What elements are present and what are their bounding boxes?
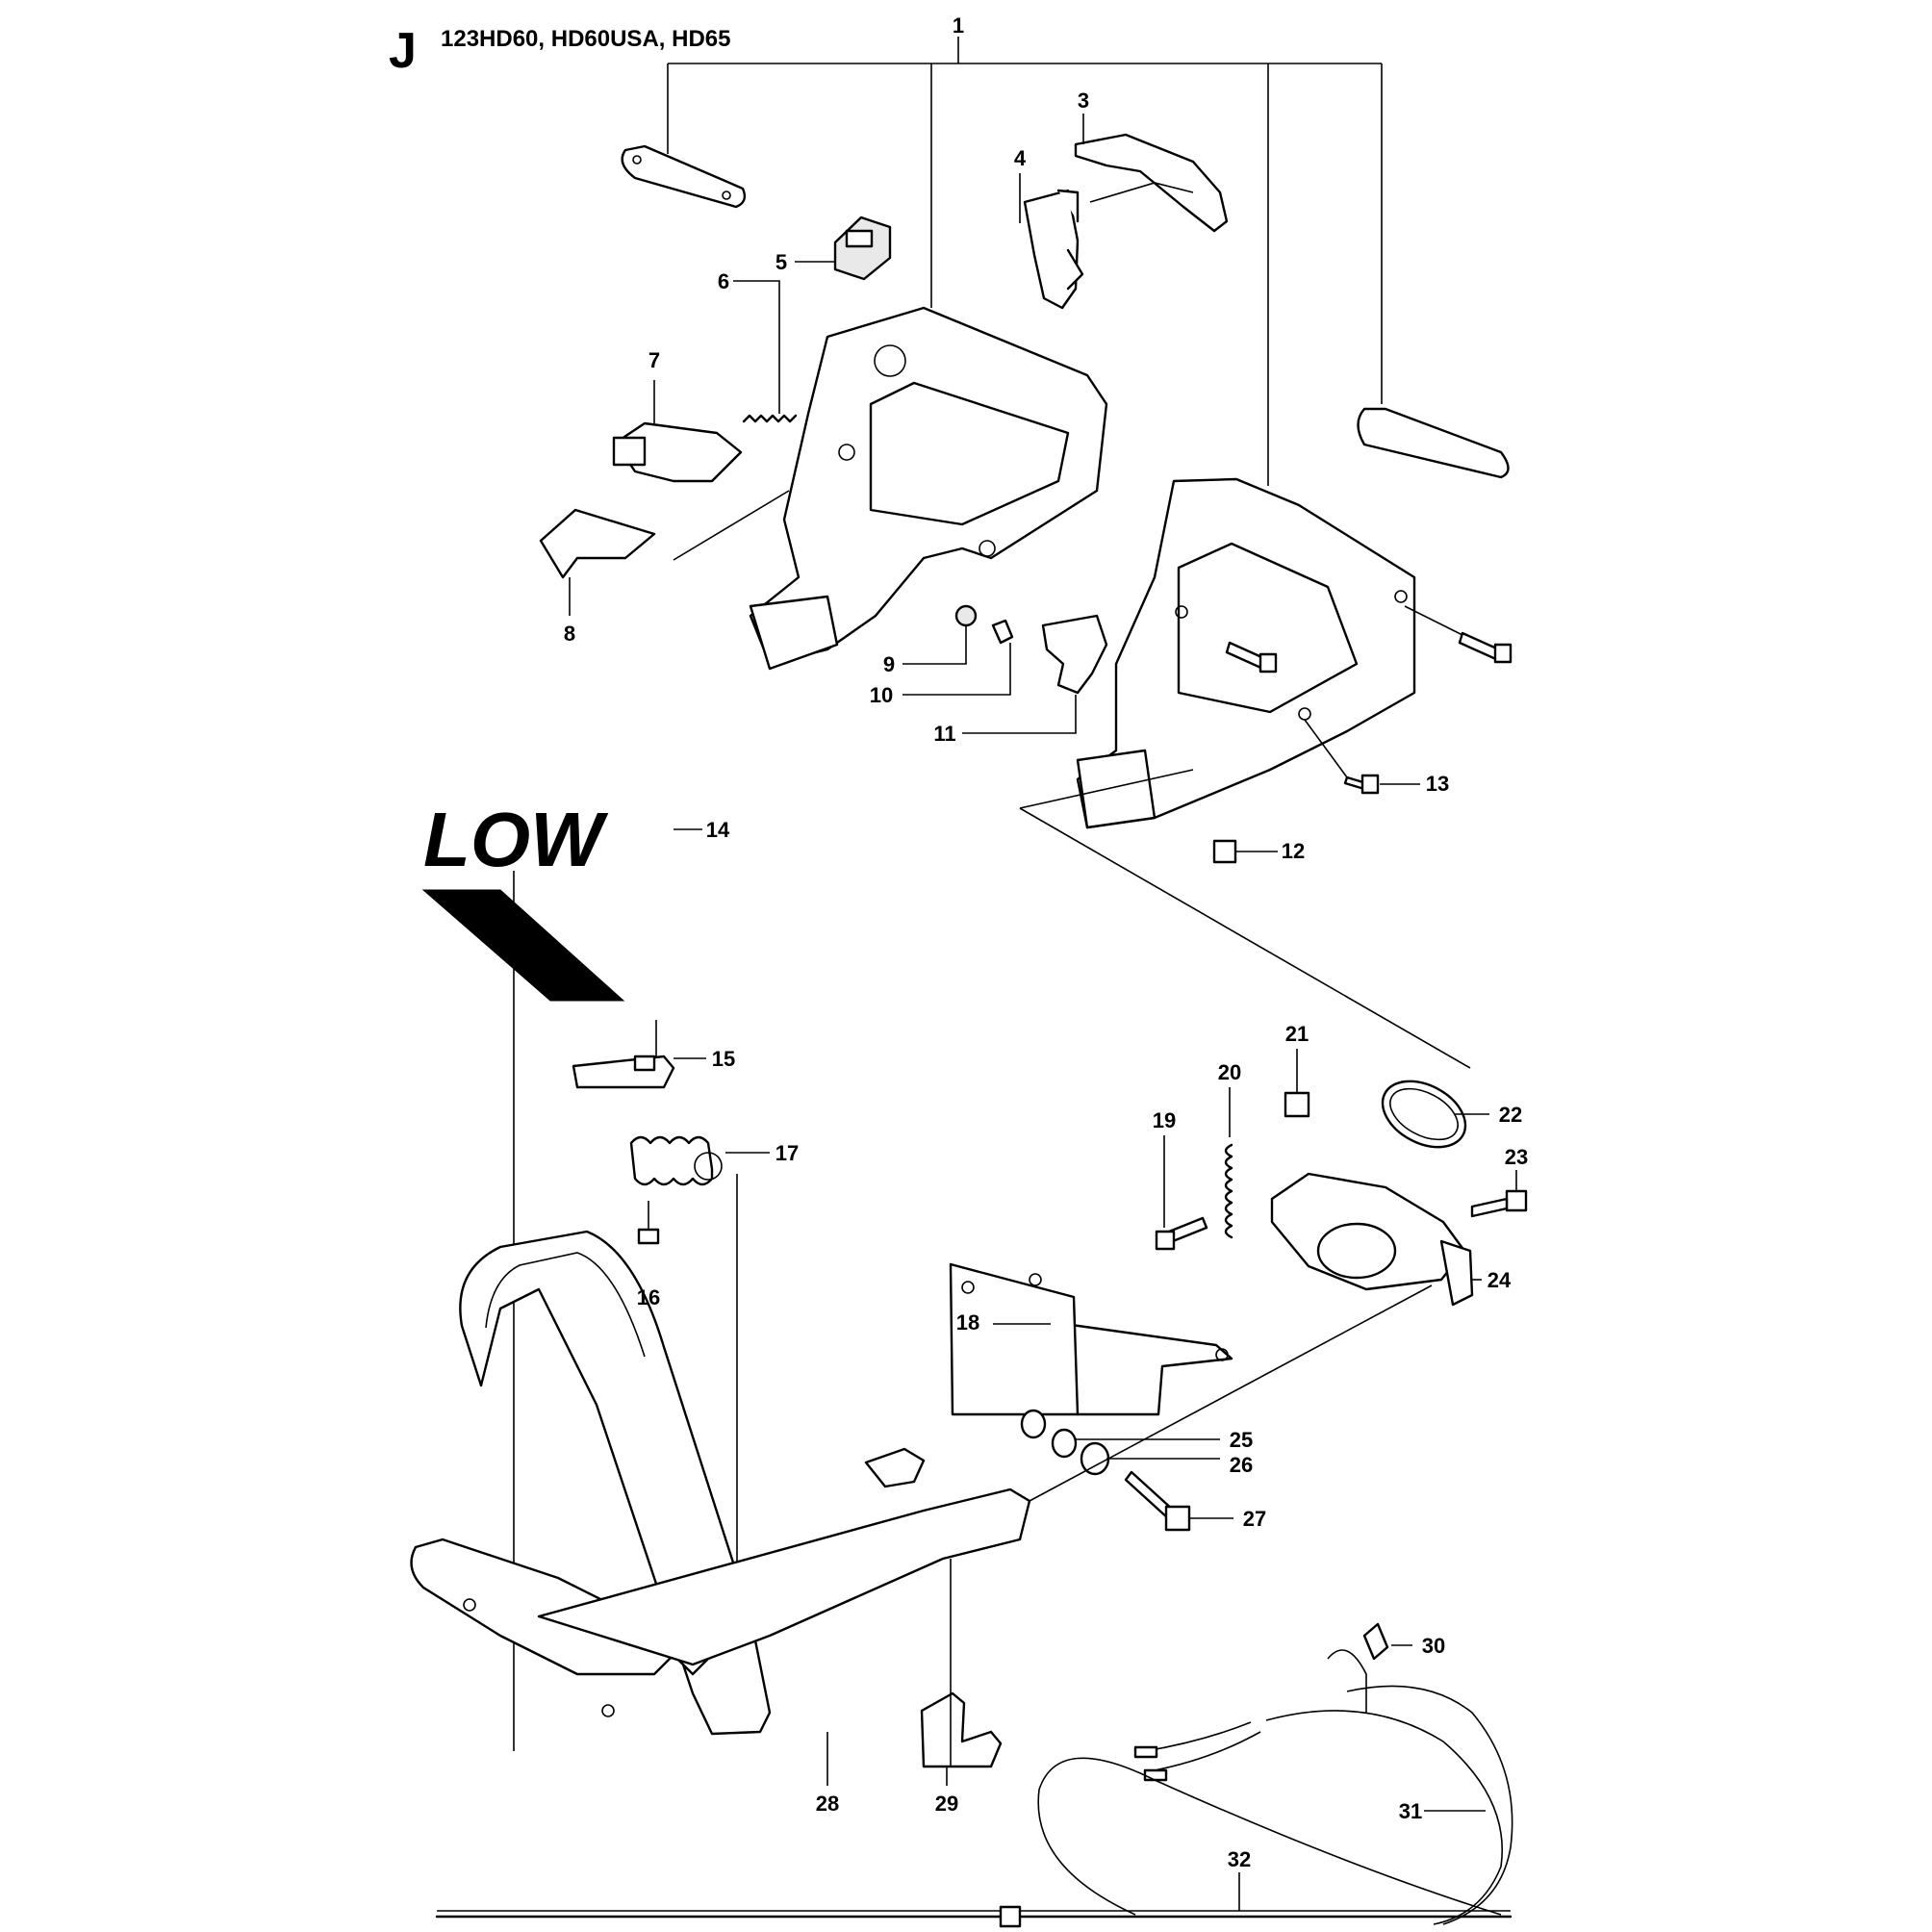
callout-13: 13 xyxy=(1426,772,1449,796)
callout-11: 11 xyxy=(933,722,955,746)
part-15-plate xyxy=(572,1020,706,1089)
part-22-o-ring xyxy=(1381,1080,1467,1149)
part-16-screw xyxy=(637,1201,660,1245)
part-32-throttle-cable xyxy=(435,1757,1513,1928)
callout-1: 1 xyxy=(953,13,964,38)
model-list: 123HD60, HD60USA, HD65 xyxy=(441,26,730,52)
part-25-washer xyxy=(1020,1409,1220,1459)
assembly-line-1 xyxy=(1019,769,1471,1069)
callout-24: 24 xyxy=(1487,1268,1512,1292)
callout-6: 6 xyxy=(718,269,729,293)
section-letter: J xyxy=(389,23,417,79)
rear-handle-body xyxy=(749,306,1108,671)
screw-cover-1 xyxy=(1225,641,1278,674)
callout-30: 30 xyxy=(1422,1634,1445,1658)
assembly-line-2 xyxy=(1029,1284,1433,1502)
callout-21: 21 xyxy=(1285,1022,1309,1046)
part-3-lockout xyxy=(1074,114,1229,233)
part-14-decal: LOW xyxy=(421,797,702,1751)
callout-8: 8 xyxy=(564,622,575,646)
callout-27: 27 xyxy=(1243,1507,1266,1531)
part-30-terminal xyxy=(1327,1622,1412,1713)
callout-19: 19 xyxy=(1153,1108,1176,1132)
callout-22: 22 xyxy=(1499,1103,1522,1127)
part-7-throttle-lock xyxy=(612,380,743,483)
part-31-wiring xyxy=(1133,1685,1513,1925)
part-5-stop-switch xyxy=(795,216,892,281)
decal-lettering: LOW xyxy=(423,797,609,882)
callout-9: 9 xyxy=(883,652,895,676)
part-20-spring xyxy=(1224,1087,1233,1239)
callout-18: 18 xyxy=(956,1310,979,1335)
callout-31: 31 xyxy=(1399,1799,1422,1823)
callout-14: 14 xyxy=(706,818,730,842)
part-24-dampener xyxy=(1270,1172,1482,1307)
callout-29: 29 xyxy=(935,1792,958,1816)
part-23-screw xyxy=(1470,1170,1528,1218)
callout-4: 4 xyxy=(1014,146,1027,170)
part-29-clip xyxy=(920,1559,1003,1768)
part-10-screw xyxy=(902,619,1014,696)
callout-15: 15 xyxy=(712,1047,735,1071)
callout-3: 3 xyxy=(1078,89,1089,113)
callout-25: 25 xyxy=(1230,1428,1253,1452)
callout-12: 12 xyxy=(1282,839,1305,863)
callout-17: 17 xyxy=(775,1141,799,1165)
part-27-bolt xyxy=(1124,1470,1233,1532)
part-28-front-handle xyxy=(410,1230,1031,1736)
callout-numbers: 1 3 4 5 6 7 8 9 10 11 12 13 14 15 16 17 … xyxy=(564,13,1528,1871)
screw-cover-2 xyxy=(1404,605,1513,664)
part-19-screw xyxy=(1155,1135,1208,1251)
callout-10: 10 xyxy=(870,683,893,707)
part-11-bracket xyxy=(962,614,1108,734)
callout-26: 26 xyxy=(1230,1453,1253,1477)
callout-23: 23 xyxy=(1505,1145,1528,1169)
part-21-screw xyxy=(1284,1049,1310,1118)
grip-insert-right xyxy=(1357,407,1510,479)
part-4-trigger xyxy=(1019,173,1084,310)
part-9-nut xyxy=(902,604,978,665)
callout-16: 16 xyxy=(637,1285,660,1309)
grip-insert-left xyxy=(621,144,747,209)
callout-32: 32 xyxy=(1228,1847,1251,1871)
callout-28: 28 xyxy=(816,1792,839,1816)
callout-20: 20 xyxy=(1218,1060,1241,1084)
callout-7: 7 xyxy=(648,348,660,372)
callout-5: 5 xyxy=(775,250,787,274)
part-13-screw xyxy=(1304,719,1420,795)
part-12-screw xyxy=(1212,839,1278,864)
part-18-bracket xyxy=(949,1262,1233,1416)
part-6-spring xyxy=(733,280,798,423)
part-8-slider xyxy=(539,490,790,616)
callout-1-leaders xyxy=(667,37,1383,486)
part-26-washer xyxy=(1080,1441,1220,1476)
